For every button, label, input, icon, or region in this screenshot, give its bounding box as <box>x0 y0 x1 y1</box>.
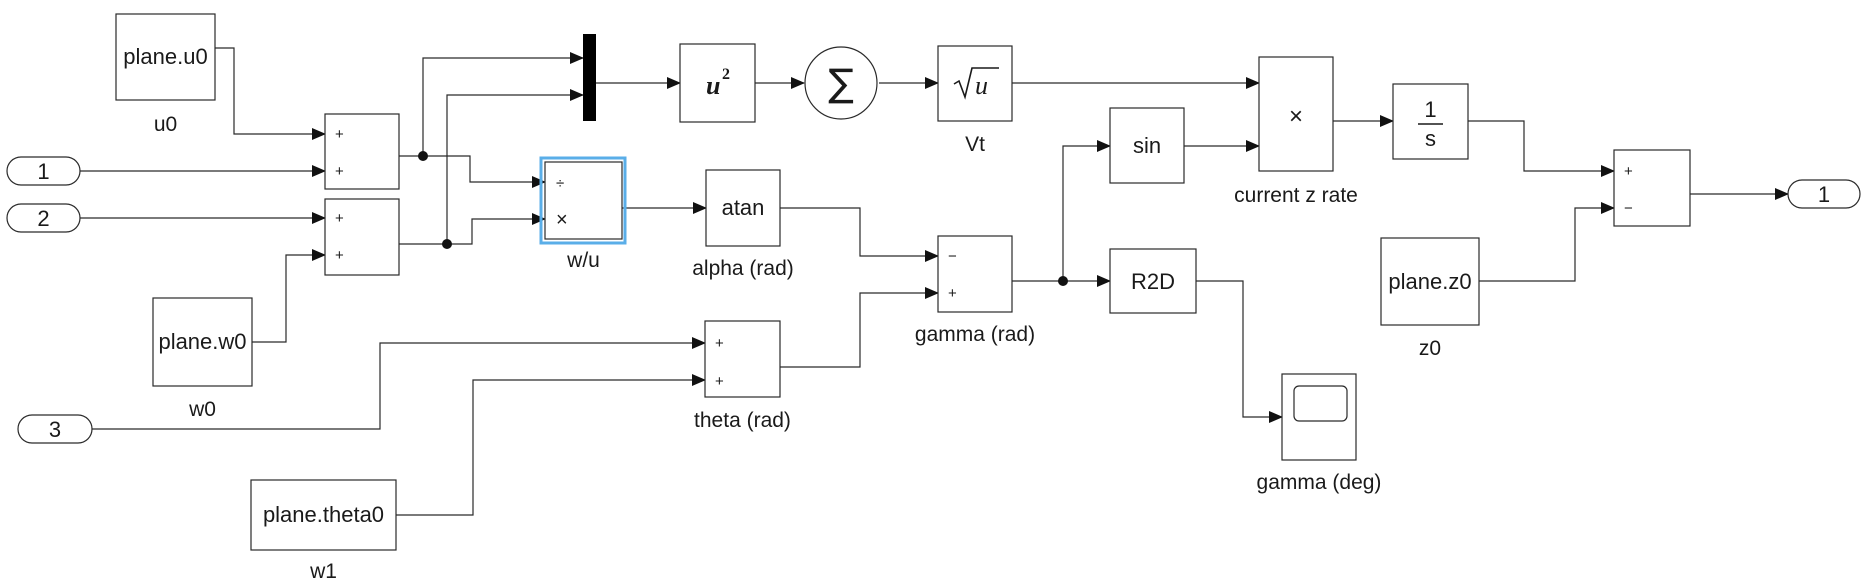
product-block[interactable]: × current z rate <box>1234 56 1358 207</box>
r2d-function: R2D <box>1131 269 1175 294</box>
atan-block[interactable]: atan alpha (rad) <box>692 169 794 280</box>
sum-w-sign-2: + <box>335 247 344 264</box>
radical-sign-icon <box>953 67 999 100</box>
divide-sign-2: × <box>556 209 568 231</box>
scope-screen-icon <box>1293 385 1348 422</box>
constant-z0-label: z0 <box>1419 337 1441 360</box>
sum-u-sign-1: + <box>335 126 344 143</box>
theta-sum-label: theta (rad) <box>694 409 791 432</box>
constant-theta0-value: plane.theta0 <box>263 502 384 527</box>
gamma-sign-1: − <box>948 248 957 265</box>
sum-block-final[interactable]: + − <box>1613 149 1691 227</box>
branch-point-gamma <box>1058 276 1068 286</box>
final-sum-sign-1: + <box>1624 163 1633 180</box>
wire-w0-to-sum-w[interactable] <box>252 249 326 343</box>
wire-z0-to-sum[interactable] <box>1479 202 1615 282</box>
signal-lines <box>80 47 1789 516</box>
scope-label: gamma (deg) <box>1257 471 1382 494</box>
constant-w0-label: w0 <box>188 398 216 421</box>
sum-block-theta[interactable]: + + theta (rad) <box>694 320 791 432</box>
outport-1[interactable]: 1 <box>1787 179 1861 209</box>
branch-point-u <box>418 151 428 161</box>
inport-3[interactable]: 3 <box>17 414 93 444</box>
wire-theta-to-gamma[interactable] <box>780 287 939 368</box>
sum-block-gamma[interactable]: − + gamma (rad) <box>915 235 1035 346</box>
wire-w-to-mux[interactable] <box>446 89 584 244</box>
gamma-sum-label: gamma (rad) <box>915 323 1035 346</box>
constant-u0-label: u0 <box>154 113 177 136</box>
r2d-block[interactable]: R2D <box>1109 248 1197 314</box>
scope-block[interactable]: gamma (deg) <box>1257 373 1382 494</box>
sum-block-w[interactable]: + + <box>324 198 400 276</box>
product-symbol: × <box>1289 103 1303 130</box>
sqrt-block[interactable]: u Vt <box>937 45 1013 156</box>
wire-theta0-to-theta[interactable] <box>396 374 706 516</box>
constant-block-w0[interactable]: plane.w0 w0 <box>152 297 253 421</box>
square-base: u <box>706 71 720 100</box>
square-block[interactable]: u 2 <box>679 43 756 123</box>
divide-label: w/u <box>566 249 600 272</box>
sum-of-elements-block[interactable]: ∑ <box>804 46 878 120</box>
divide-block[interactable]: ÷ × w/u <box>539 156 627 272</box>
wire-w-to-divide[interactable] <box>447 213 546 245</box>
product-label: current z rate <box>1234 184 1358 207</box>
constant-theta0-label: w1 <box>309 560 337 583</box>
wire-r2d-to-scope[interactable] <box>1196 280 1283 423</box>
branch-point-w <box>442 239 452 249</box>
integrator-numerator: 1 <box>1424 97 1436 122</box>
inport-1-number: 1 <box>37 159 49 184</box>
atan-label: alpha (rad) <box>692 257 794 280</box>
constant-block-z0[interactable]: plane.z0 z0 <box>1380 237 1480 360</box>
constant-w0-value: plane.w0 <box>158 329 246 354</box>
sum-w-sign-1: + <box>335 210 344 227</box>
theta-sign-2: + <box>715 373 724 390</box>
sqrt-label: Vt <box>965 133 985 156</box>
wire-atan-to-gamma[interactable] <box>780 207 939 262</box>
gamma-sign-2: + <box>948 285 957 302</box>
atan-function: atan <box>722 195 765 220</box>
sqrt-radicand: u <box>975 71 988 100</box>
divide-sign-1: ÷ <box>556 175 564 192</box>
inport-1[interactable]: 1 <box>6 156 81 186</box>
branch-points <box>418 151 1068 286</box>
sin-block[interactable]: sin <box>1109 107 1185 184</box>
integrator-denominator: s <box>1425 126 1436 151</box>
inport-2[interactable]: 2 <box>6 203 81 233</box>
constant-z0-value: plane.z0 <box>1388 269 1471 294</box>
sum-block-u[interactable]: + + <box>324 113 400 190</box>
wire-gamma-to-sin[interactable] <box>1062 140 1111 281</box>
constant-block-u0[interactable]: plane.u0 u0 <box>115 13 216 136</box>
sin-function: sin <box>1133 133 1161 158</box>
wire-in3-to-theta[interactable] <box>92 337 706 430</box>
final-sum-sign-2: − <box>1624 200 1633 217</box>
mux-block[interactable] <box>583 34 596 121</box>
constant-block-theta0[interactable]: plane.theta0 w1 <box>250 479 397 583</box>
theta-sign-1: + <box>715 335 724 352</box>
inport-2-number: 2 <box>37 206 49 231</box>
sum-u-sign-2: + <box>335 163 344 180</box>
outport-1-number: 1 <box>1818 182 1830 207</box>
wire-u-to-mux[interactable] <box>422 52 584 156</box>
square-exponent: 2 <box>722 66 730 83</box>
wire-integrator-to-sum[interactable] <box>1468 120 1615 177</box>
integrator-block[interactable]: 1 s <box>1392 83 1469 160</box>
inport-3-number: 3 <box>49 417 61 442</box>
wire-u-to-divide[interactable] <box>423 155 546 188</box>
sigma-symbol: ∑ <box>828 61 854 105</box>
constant-u0-value: plane.u0 <box>123 44 207 69</box>
